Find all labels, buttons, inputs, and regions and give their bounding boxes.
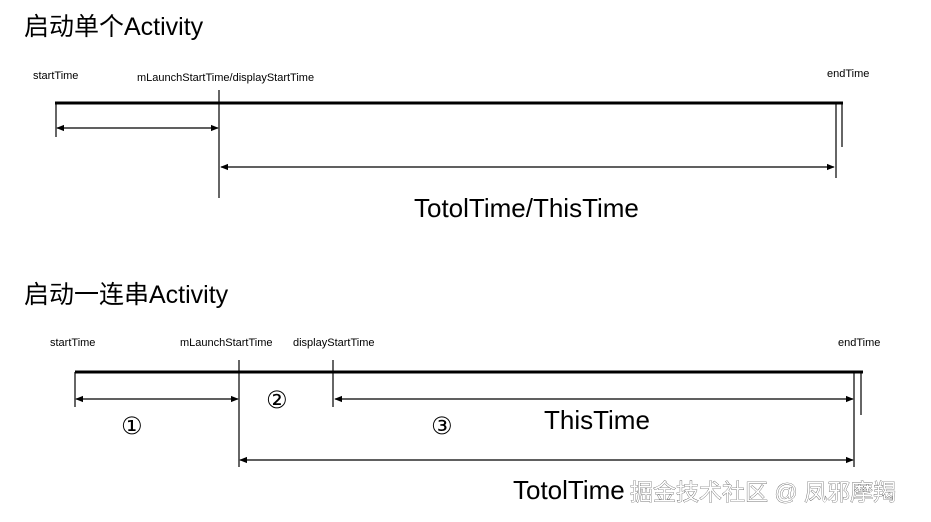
- single-span-label: TotolTime/ThisTime: [414, 193, 639, 223]
- chain-segment-one-marker: ①: [121, 413, 143, 440]
- single-end-time-label: endTime: [827, 68, 869, 80]
- chain-activity-title: 启动一连串Activity: [24, 281, 229, 309]
- chain-display-time-label: displayStartTime: [293, 337, 375, 349]
- chain-segment-three-marker: ③: [431, 413, 453, 440]
- chain-end-time-label: endTime: [838, 337, 880, 349]
- chain-start-time-label: startTime: [50, 337, 95, 349]
- chain-activity-section: 启动一连串Activity startTime mLaunchStartTime…: [24, 281, 880, 505]
- chain-total-time-label: TotolTime: [513, 475, 625, 505]
- single-activity-section: 启动单个Activity startTime mLaunchStartTime/…: [24, 13, 869, 223]
- watermark: 掘金技术社区 @ 凤邪摩羯: [630, 479, 896, 505]
- chain-this-time-label: ThisTime: [544, 405, 650, 435]
- single-activity-title: 启动单个Activity: [24, 13, 204, 41]
- single-launch-time-label: mLaunchStartTime/displayStartTime: [137, 72, 314, 84]
- chain-segment-two-marker: ②: [266, 387, 288, 414]
- chain-launch-time-label: mLaunchStartTime: [180, 337, 273, 349]
- single-start-time-label: startTime: [33, 70, 78, 82]
